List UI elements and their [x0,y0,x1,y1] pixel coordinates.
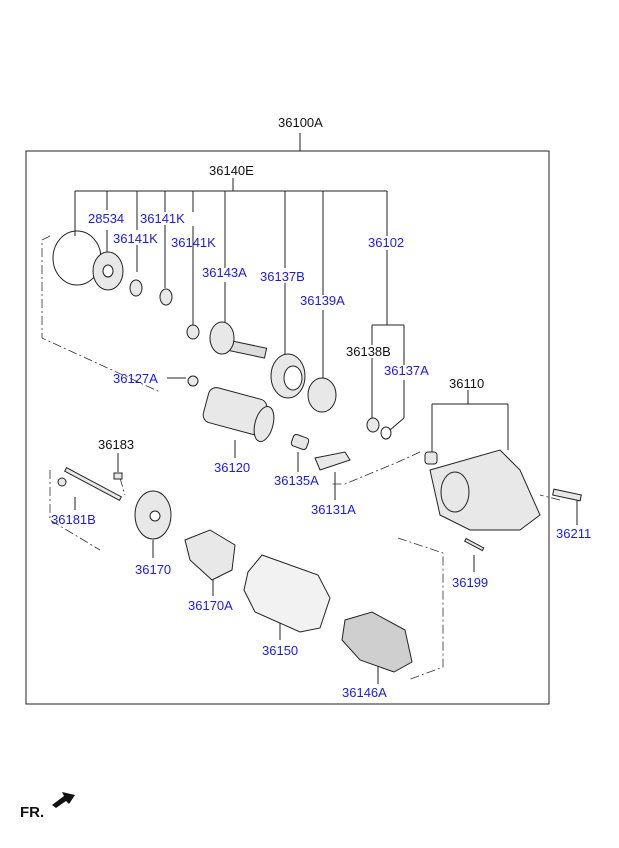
part-label-36170a[interactable]: 36170A [188,598,233,613]
part-label-36141k-c[interactable]: 36141K [171,235,216,250]
part-label-36131a[interactable]: 36131A [311,502,356,517]
yoke-part [243,554,331,633]
part-label-36138b: 36138B [346,344,391,359]
assembly-label: 36100A [278,115,323,130]
part-label-36135a[interactable]: 36135A [274,473,319,488]
brush-holder-part [184,529,236,581]
pinion-part [307,377,337,413]
gear-36141k-2 [159,288,173,306]
part-label-28534[interactable]: 28534 [88,211,125,226]
gear-36141k-3 [186,324,200,340]
part-label-36110: 36110 [449,376,485,391]
pin-36199-part [464,537,485,552]
part-label-36146a[interactable]: 36146A [342,685,387,700]
part-label-36137a[interactable]: 36137A [384,363,429,378]
front-orientation-label: FR. [20,804,45,821]
stop-ring-part [366,417,380,433]
part-label-36211[interactable]: 36211 [556,526,592,541]
screw-part [113,472,123,480]
part-label-36127a[interactable]: 36127A [113,371,158,386]
gear-36141k-1 [129,279,143,297]
part-label-36181b[interactable]: 36181B [51,512,96,527]
planetary-carrier-part [209,321,235,355]
washer-part [187,375,199,387]
snap-ring-part [380,426,392,440]
part-label-36170[interactable]: 36170 [135,562,172,577]
part-label-36143a[interactable]: 36143A [202,265,247,280]
part-label-36139a[interactable]: 36139A [300,293,345,308]
subassembly-label: 36140E [209,163,254,178]
part-label-36137b[interactable]: 36137B [260,269,305,284]
part-label-36150[interactable]: 36150 [262,643,299,658]
through-bolt-part [64,467,122,501]
plunger-part [290,433,310,451]
part-label-36120[interactable]: 36120 [214,460,251,475]
front-direction-icon [52,792,75,808]
armature-part [341,611,413,673]
assembly-frame [25,150,550,705]
bolt-36211-part [552,488,582,502]
part-label-36141k-a[interactable]: 36141K [140,211,185,226]
part-label-36102[interactable]: 36102 [368,235,405,250]
lever-part [314,451,351,471]
part-label-36141k-b[interactable]: 36141K [113,231,158,246]
part-label-36183: 36183 [98,437,135,452]
bushing-part [424,451,438,465]
part-label-36199[interactable]: 36199 [452,575,489,590]
